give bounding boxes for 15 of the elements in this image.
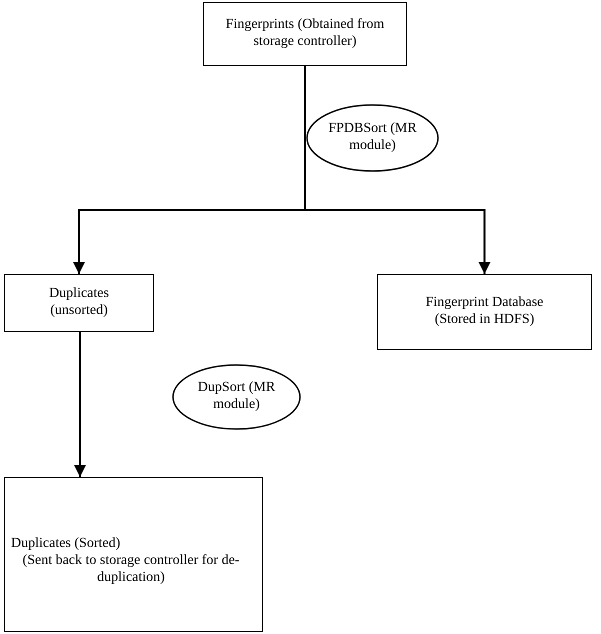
process-box <box>377 274 592 350</box>
process-ellipse <box>306 104 439 172</box>
node-label: Duplicates (Sorted) <box>10 536 122 554</box>
process-box <box>203 2 407 66</box>
node-label: DupSort (MR module) <box>196 380 276 414</box>
node-label: Fingerprints (Obtained from storage controller) <box>224 17 386 51</box>
process-box <box>4 274 154 332</box>
process-box <box>4 477 263 632</box>
process-ellipse <box>172 364 301 430</box>
node-label: (Sent back to storage controller for de-duplication) <box>22 553 240 587</box>
arrow <box>74 332 86 477</box>
node-label: FPDBSort (MR module) <box>327 121 418 155</box>
node-label: Fingerprint Database (Stored in HDFS) <box>424 295 544 329</box>
arrow <box>304 66 490 274</box>
node-label: Duplicates (unsorted) <box>48 286 110 320</box>
